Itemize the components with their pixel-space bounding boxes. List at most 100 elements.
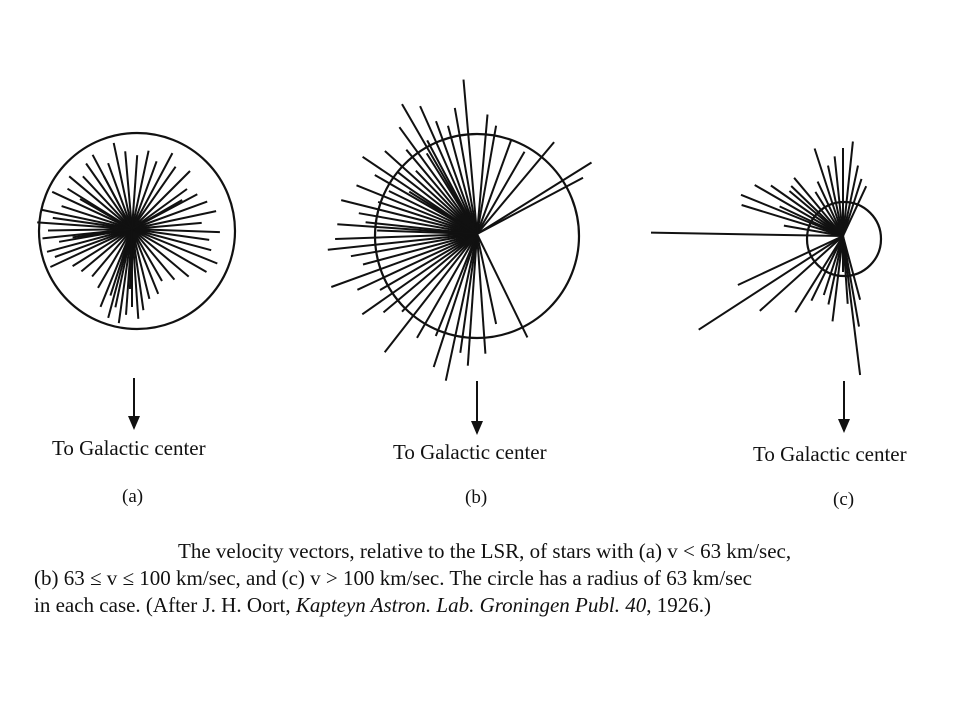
caption-line-1: The velocity vectors, relative to the LS… [178, 539, 792, 563]
panel-c-vector-2 [842, 141, 854, 237]
panel-c-vector-4 [827, 165, 844, 237]
panel-b-reference-circle [373, 132, 581, 340]
panel-a-vector-30 [131, 228, 140, 319]
panel-a-vector-52 [131, 155, 139, 230]
panel-b-vector-33 [416, 233, 478, 339]
panel-b-vector-37 [459, 233, 478, 353]
caption-citation-italic: Kapteyn Astron. Lab. Groningen Publ. 40 [295, 593, 647, 617]
panel-c-vector-22 [698, 235, 844, 331]
panel-b-vector-28 [379, 233, 478, 291]
panel-c-vector-14 [770, 184, 844, 237]
panel-b-vector-43 [476, 139, 513, 235]
panel-c-vector-5 [813, 148, 844, 237]
panel-c-vector-11 [793, 177, 844, 237]
panel-a-id: (a) [122, 486, 144, 507]
panel-c-vector-17 [740, 193, 844, 237]
panel-c-diagram [650, 141, 883, 433]
panel-a-vector-37 [131, 228, 207, 273]
panel-c-vector-23 [759, 235, 844, 312]
caption-line-2: (b) 63 ≤ v ≤ 100 km/sec, and (c) v > 100… [34, 566, 752, 590]
panel-a-vector-58 [102, 175, 133, 230]
panel-c-vector-18 [741, 204, 844, 237]
panel-a-vector-47 [131, 170, 191, 230]
panel-b-vector-34 [434, 233, 478, 337]
panel-b-vector-16 [356, 184, 478, 235]
panel-a-vector-2 [112, 142, 133, 230]
panel-b-vector-18 [340, 199, 478, 235]
panel-b-vector-9 [405, 149, 478, 235]
caption-line-3: in each case. (After J. H. Oort, Kapteyn… [34, 592, 934, 619]
caption-line-3-end: , 1926.) [646, 593, 711, 617]
panel-b-vector-44 [476, 151, 526, 235]
panel-a-vector-17 [46, 228, 133, 253]
panel-a-vector-20 [72, 228, 133, 267]
panel-a-vector-54 [72, 228, 133, 239]
panel-a-vector-32 [131, 228, 151, 300]
panel-b-vector-2 [453, 107, 478, 235]
panel-c-vector-8 [842, 185, 868, 237]
panel-a-vector-21 [80, 228, 133, 273]
panel-a-vector-43 [131, 210, 217, 230]
panel-c-id: (c) [833, 489, 855, 510]
panel-a-vector-14 [47, 228, 133, 232]
panel-a-vector-1 [124, 151, 133, 230]
panel-b-vector-48 [476, 114, 489, 235]
panel-b-velocity-vectors [327, 79, 593, 381]
panel-a-vector-6 [82, 175, 133, 230]
panel-b-vector-12 [397, 171, 478, 235]
panel-a-vector-5 [85, 162, 133, 230]
panel-c-vector-33 [842, 235, 862, 301]
panel-c-vector-31 [842, 235, 862, 376]
panel-a-vector-11 [41, 208, 133, 230]
panel-b-vector-50 [408, 190, 478, 235]
panel-a-vector-19 [49, 228, 133, 268]
panel-b-vector-49 [401, 103, 478, 235]
panel-b-vector-19 [358, 212, 478, 235]
panel-b-vector-17 [377, 200, 478, 235]
panel-a-vector-22 [91, 228, 133, 278]
panel-b-vector-5 [419, 105, 478, 235]
panel-b-vector-23 [327, 233, 478, 251]
figure-caption: The velocity vectors, relative to the LS… [34, 538, 934, 619]
panel-a-vector-13 [37, 221, 133, 230]
panel-c-vector-6 [842, 165, 859, 237]
panel-b-vector-22 [335, 233, 478, 240]
panel-c-vector-24 [794, 235, 844, 313]
panel-a-vector-41 [131, 228, 220, 234]
panel-c-vector-21 [737, 235, 844, 286]
panel-a-vector-10 [61, 205, 133, 230]
panel-c-velocity-vectors [650, 141, 868, 376]
panel-b-vector-25 [362, 233, 478, 266]
panel-a-vector-38 [131, 228, 218, 265]
panel-a-vector-18 [54, 228, 133, 258]
panel-a-vector-3 [107, 162, 133, 230]
panel-b-vector-31 [401, 233, 478, 313]
panel-a-diagram [37, 131, 237, 430]
panel-a-arrow-label: To Galactic center [52, 436, 206, 460]
panel-a-reference-circle [37, 131, 237, 331]
panel-b-vector-42 [476, 125, 498, 235]
panel-b-vector-51 [337, 223, 478, 235]
panel-a-vector-40 [131, 228, 210, 241]
panel-b-vector-40 [476, 233, 498, 325]
panel-c-arrow-label: To Galactic center [753, 442, 907, 466]
panel-c-vector-26 [822, 235, 844, 296]
panel-b-vector-46 [476, 161, 593, 235]
panel-a-vector-27 [117, 228, 133, 324]
panel-a-vector-34 [131, 228, 163, 282]
panel-b-vector-1 [462, 79, 478, 235]
panel-a-vector-39 [131, 228, 212, 252]
panel-b-vector-26 [330, 233, 478, 288]
panel-b-arrow-label: To Galactic center [393, 440, 547, 464]
panel-a-vector-36 [131, 228, 190, 278]
panel-a-vector-46 [131, 188, 188, 230]
panel-b-vector-32 [383, 233, 478, 353]
panel-b-vector-11 [384, 150, 478, 235]
panel-c-vector-7 [842, 178, 863, 237]
panel-c-vector-20 [650, 231, 844, 237]
panel-a-vector-48 [131, 166, 177, 230]
panel-b-vector-24 [350, 233, 478, 258]
panel-c-vector-10 [814, 191, 844, 237]
panel-a-vector-44 [131, 200, 208, 230]
panel-b-vector-27 [356, 233, 478, 291]
